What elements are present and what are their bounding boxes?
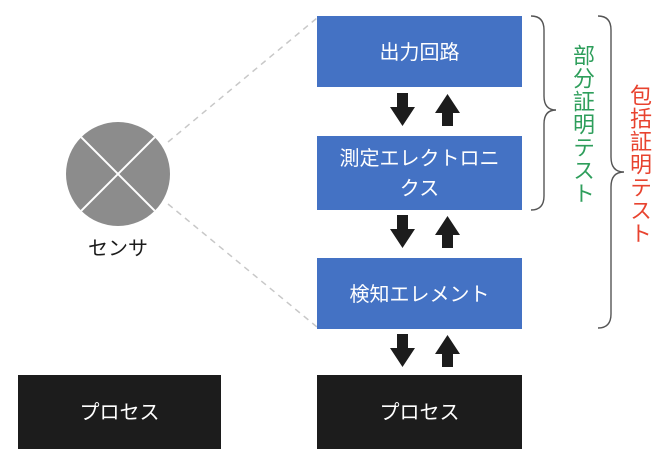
partial-test-label: 部分証明テスト bbox=[569, 44, 594, 205]
output-circuit-block: 出力回路 bbox=[317, 16, 522, 87]
measurement-electronics-block: 測定エレクトロニクス bbox=[317, 136, 522, 210]
arrow-down-icon bbox=[390, 215, 415, 248]
arrow-pair-1 bbox=[390, 93, 460, 126]
full-test-brace bbox=[597, 15, 625, 329]
projection-line-bottom bbox=[167, 203, 318, 328]
process-block-left: プロセス bbox=[18, 375, 221, 449]
arrow-down-icon bbox=[390, 93, 415, 126]
output-circuit-label: 出力回路 bbox=[379, 39, 460, 64]
full-test-label: 包括証明テスト bbox=[626, 84, 651, 245]
arrow-pair-2 bbox=[390, 215, 460, 248]
sensor-symbol-icon bbox=[66, 122, 170, 226]
process-right-label: プロセス bbox=[379, 400, 460, 424]
sensor-label: センサ bbox=[88, 236, 148, 260]
sensing-element-label: 検知エレメント bbox=[349, 281, 490, 306]
arrow-down-icon bbox=[390, 334, 415, 367]
arrow-up-icon bbox=[435, 216, 460, 248]
arrow-pair-3 bbox=[390, 334, 460, 367]
sensing-element-block: 検知エレメント bbox=[317, 258, 522, 329]
process-left-label: プロセス bbox=[79, 400, 160, 424]
process-block-right: プロセス bbox=[317, 375, 522, 449]
arrow-up-icon bbox=[435, 94, 460, 126]
measurement-electronics-label: 測定エレクトロニクス bbox=[339, 146, 500, 200]
partial-test-brace bbox=[530, 15, 557, 211]
arrow-up-icon bbox=[435, 335, 460, 367]
projection-line-top bbox=[167, 17, 318, 143]
